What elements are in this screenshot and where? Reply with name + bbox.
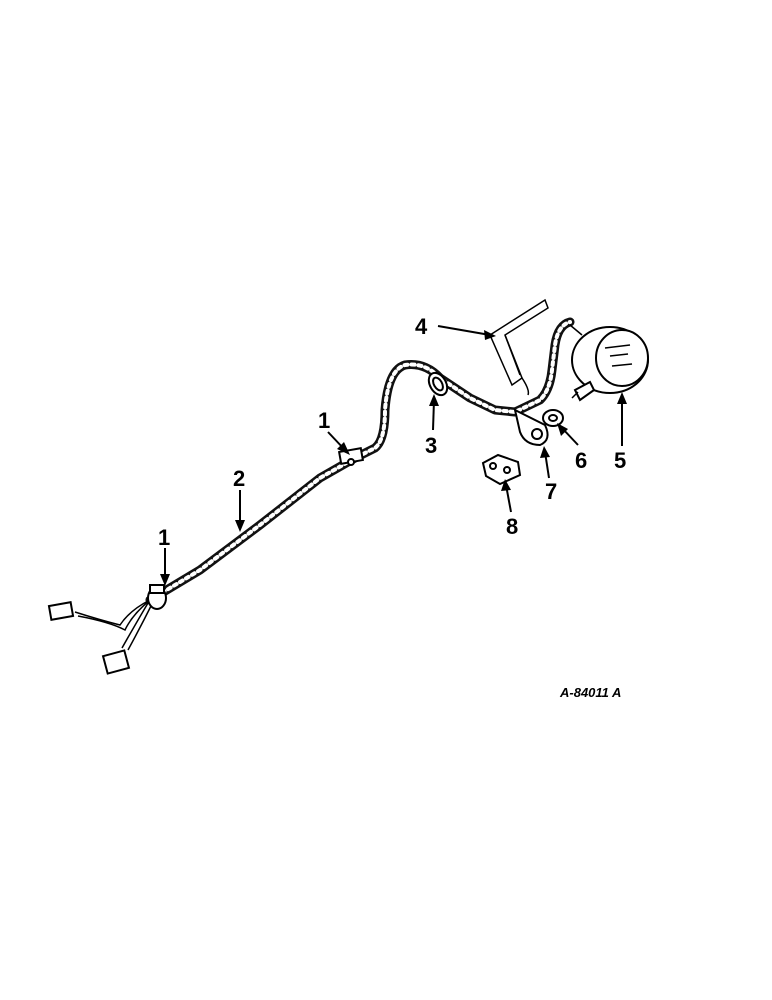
lamp-nut (542, 409, 564, 427)
leader-lines (160, 325, 627, 586)
connector-breakout (47, 599, 153, 675)
lamp-bracket (489, 298, 549, 396)
grommet (427, 371, 449, 397)
callout-1-upper: 1 (318, 408, 330, 433)
callout-4: 4 (415, 314, 428, 339)
mounting-clip (481, 453, 522, 486)
callout-labels: 4 1 2 3 5 6 7 8 1 (158, 314, 626, 550)
connector-plug-upper (47, 601, 75, 621)
ring-terminal (513, 408, 549, 447)
callout-5: 5 (614, 448, 626, 473)
wiring-harness (145, 317, 575, 605)
lamp-assembly (569, 324, 649, 402)
callout-1-lower: 1 (158, 525, 170, 550)
harness-clip-lower (147, 584, 167, 610)
callout-2: 2 (233, 466, 245, 491)
figure-reference-code: A-84011 A (559, 685, 621, 700)
connector-plug-lower (101, 649, 131, 675)
callout-7: 7 (545, 479, 557, 504)
callout-6: 6 (575, 448, 587, 473)
callout-3: 3 (425, 433, 437, 458)
callout-8: 8 (506, 514, 518, 539)
